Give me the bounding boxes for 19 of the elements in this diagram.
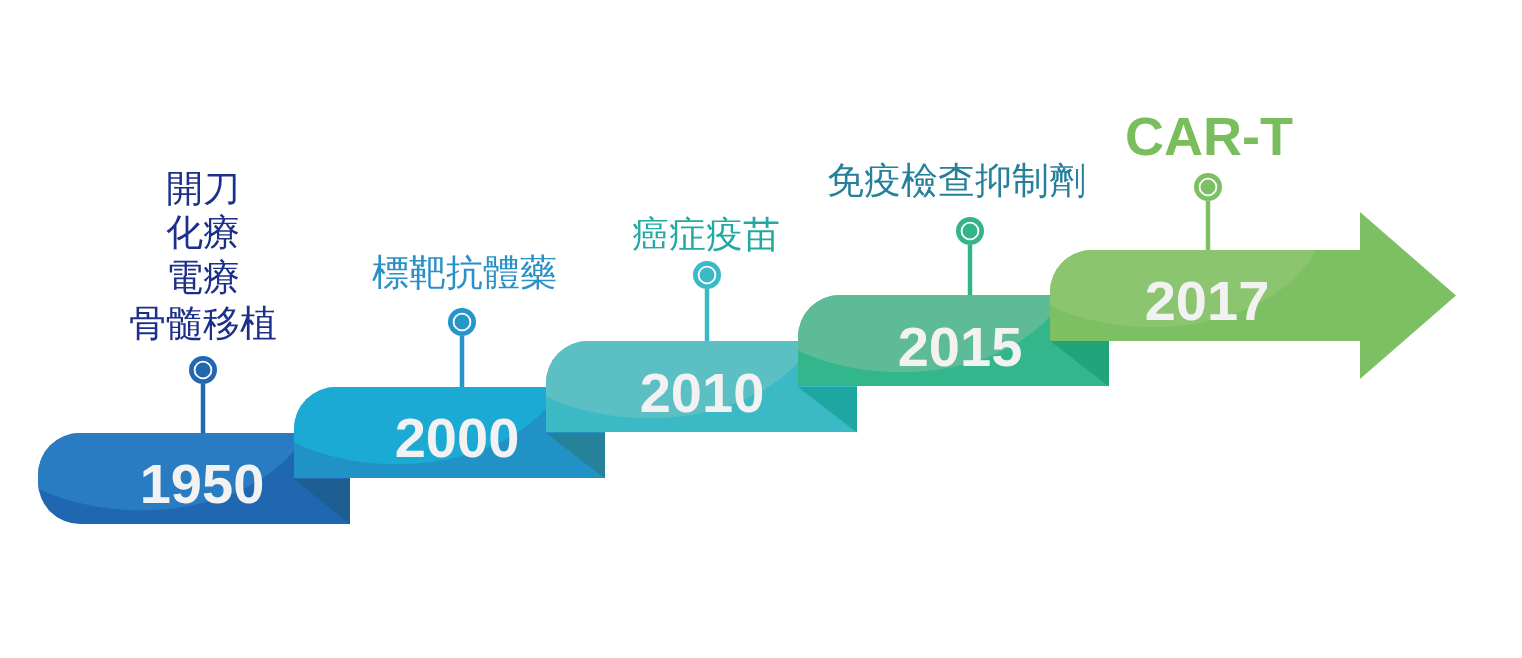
timeline-band (1050, 212, 1456, 379)
pin-stem (704, 289, 710, 341)
year-label: 2010 (639, 365, 765, 421)
milestone-label: CAR-T (1125, 109, 1293, 163)
year-label: 2015 (897, 319, 1023, 375)
milestone-label: 標靶抗體藥 (371, 253, 557, 291)
milestone-label: 開刀 (166, 169, 240, 207)
pin-stem (967, 245, 973, 295)
year-label: 1950 (139, 456, 265, 512)
milestone-label: 化療 (166, 213, 240, 251)
year-label: 2017 (1144, 273, 1270, 329)
pin-stem (200, 384, 206, 433)
pin-stem (1205, 201, 1211, 250)
milestone-label: 癌症疫苗 (632, 215, 780, 253)
year-label: 2000 (394, 410, 520, 466)
milestone-label: 骨髓移植 (129, 304, 277, 342)
pin-stem (459, 336, 465, 387)
milestone-label: 電療 (166, 258, 240, 296)
milestone-label: 免疫檢查抑制劑 (826, 161, 1086, 199)
